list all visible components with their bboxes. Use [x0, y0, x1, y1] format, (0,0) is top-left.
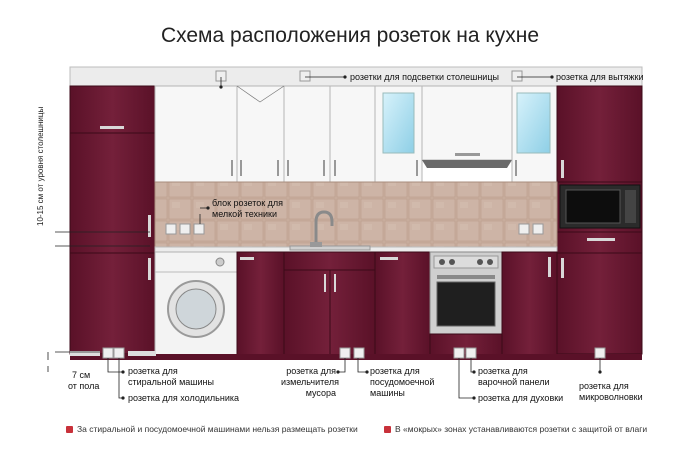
floor-height-label-1: 7 см	[72, 370, 91, 380]
floor-height-label-2: от пола	[68, 381, 100, 391]
washer-outlet-label-1: розетка для	[128, 366, 178, 376]
warning-note-2: В «мокрых» зонах устанавливаются розетки…	[384, 424, 647, 434]
upper-cabinets	[154, 85, 376, 183]
hob-outlet-label-1: розетка для	[478, 366, 528, 376]
microwave-outlet-label-2: микроволновки	[579, 392, 643, 402]
dishwasher-outlet-label-2: посудомоечной	[370, 377, 435, 387]
backlight-outlets-label: розетки для подсветки столешницы	[350, 72, 499, 82]
hood-outlet-label: розетка для вытяжки	[556, 72, 644, 82]
leader-lines	[47, 76, 601, 399]
outlet-group	[102, 70, 606, 359]
warning-note-1-text: За стиральной и посудомоечной машинами н…	[77, 424, 358, 434]
small-appliances-label-1: блок розеток для	[212, 198, 284, 208]
tall-cabinet-left	[69, 85, 156, 355]
shredder-outlet-label-3: мусора	[305, 388, 336, 398]
warning-icon	[66, 426, 73, 433]
hob-outlet-label-2: варочной панели	[478, 377, 550, 387]
shredder-outlet-label-2: измельчителя	[281, 377, 339, 387]
glass-door-left	[382, 92, 415, 154]
sink	[289, 245, 371, 251]
height-side-label: 10-15 см от уровня столешницы	[36, 106, 45, 226]
washer-outlet-label-2: стиральной машины	[128, 377, 214, 387]
warning-note-2-text: В «мокрых» зонах устанавливаются розетки…	[395, 424, 648, 434]
small-appliances-label-2: мелкой техники	[212, 209, 278, 219]
diagram-title: Схема расположения розеток на кухне	[160, 24, 540, 47]
glass-door-right	[516, 92, 551, 154]
oven-outlet-label: розетка для духовки	[478, 393, 564, 403]
warning-note-1: За стиральной и посудомоечной машинами н…	[66, 424, 358, 434]
fridge-outlet-label: розетка для холодильника	[128, 393, 240, 403]
shredder-outlet-label-1: розетка для	[286, 366, 336, 376]
range-hood	[422, 160, 512, 168]
warning-icon	[384, 426, 391, 433]
microwave-outlet-label-1: розетка для	[579, 381, 629, 391]
dishwasher-outlet-label-3: машины	[370, 388, 405, 398]
dishwasher-outlet-label-1: розетка для	[370, 366, 420, 376]
